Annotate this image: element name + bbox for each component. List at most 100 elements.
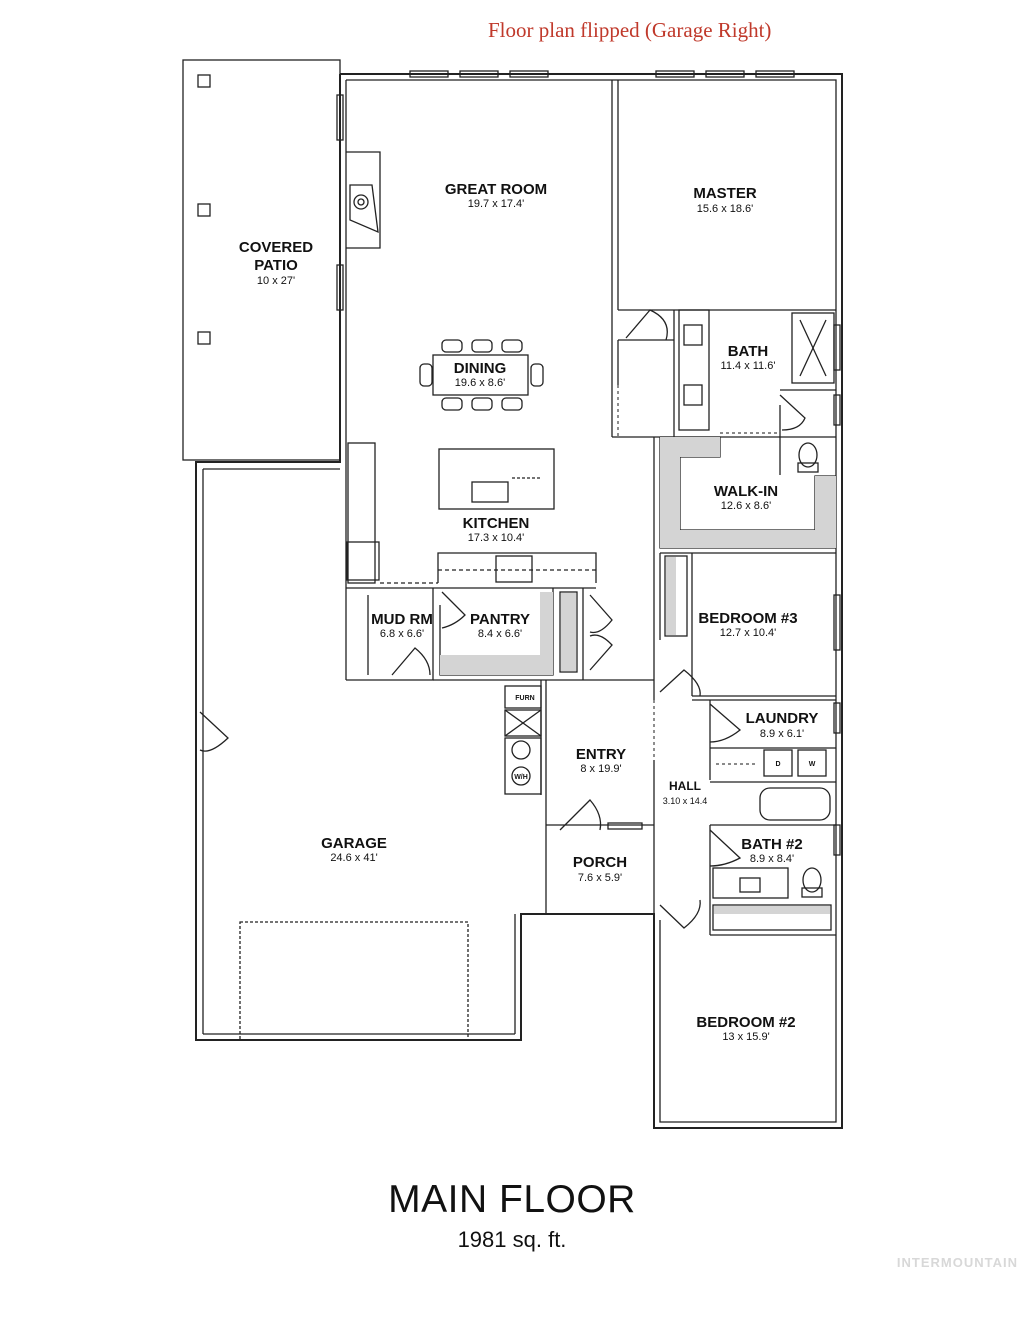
mechanical — [504, 709, 542, 737]
door-swing — [559, 799, 602, 831]
room-dims-pantry: 8.4 x 6.6' — [478, 628, 522, 640]
chair — [501, 339, 523, 353]
counter — [347, 442, 376, 584]
room-name-entry: ENTRY — [576, 746, 626, 763]
fireplace — [349, 184, 379, 234]
room-dims-bath: 11.4 x 11.6' — [721, 360, 776, 372]
shower — [791, 312, 835, 384]
room-name-dining: DINING — [454, 360, 507, 377]
window — [409, 70, 449, 78]
window — [755, 70, 795, 78]
pantry-shelf-fill — [440, 592, 553, 675]
chair — [471, 339, 493, 353]
room-dims-master: 15.6 x 18.6' — [697, 203, 754, 215]
fixture-label-furnace: FURN — [515, 695, 534, 702]
room-dims-kitchen: 17.3 x 10.4' — [468, 532, 525, 544]
water-heater-box — [504, 737, 542, 795]
window — [655, 70, 695, 78]
window — [336, 264, 344, 311]
furnace — [504, 685, 542, 709]
sink — [471, 481, 509, 503]
window — [459, 70, 499, 78]
sink — [683, 324, 703, 346]
closet-fill — [561, 593, 576, 671]
room-name-covered-patio-1: COVERED — [239, 239, 313, 256]
room-dims-dining: 19.6 x 8.6' — [455, 377, 505, 389]
window — [705, 70, 745, 78]
patio-post — [197, 331, 211, 345]
dryer — [763, 749, 793, 777]
closet-fill — [666, 557, 676, 635]
chair — [441, 397, 463, 411]
room-name-kitchen: KITCHEN — [463, 515, 530, 532]
room-name-pantry: PANTRY — [470, 611, 530, 628]
window — [833, 594, 841, 651]
water-heater — [511, 766, 531, 786]
room-dims-great-room: 19.7 x 17.4' — [468, 198, 525, 210]
floor-title: MAIN FLOOR — [388, 1178, 636, 1221]
door-swing — [589, 594, 613, 634]
chair — [530, 363, 544, 387]
vanity — [712, 867, 789, 899]
toilet — [802, 867, 822, 893]
room-name-bedroom-3: BEDROOM #3 — [698, 610, 797, 627]
exterior-wall-inner — [346, 79, 837, 1123]
room-name-bath: BATH — [728, 343, 769, 360]
toilet — [798, 442, 818, 468]
room-name-mud-rm: MUD RM — [371, 611, 433, 628]
room-dims-garage: 24.6 x 41' — [330, 852, 377, 864]
door-swing — [625, 309, 668, 341]
patio-post — [197, 203, 211, 217]
room-name-bedroom-2: BEDROOM #2 — [696, 1014, 795, 1031]
room-name-porch: PORCH — [573, 854, 627, 871]
window — [833, 324, 841, 371]
room-dims-bedroom-3: 12.7 x 10.4' — [720, 627, 777, 639]
room-name-covered-patio-2: PATIO — [254, 257, 298, 274]
toilet — [797, 462, 819, 473]
door-swing — [391, 647, 431, 676]
chair — [501, 397, 523, 411]
floor-plan: GREAT ROOM 19.7 x 17.4' MASTER 15.6 x 18… — [182, 59, 843, 1129]
counter — [437, 552, 597, 583]
mechanical — [504, 709, 542, 737]
door-swing — [199, 711, 229, 752]
room-dims-entry: 8 x 19.9' — [580, 763, 621, 775]
chair — [471, 397, 493, 411]
room-name-bath-2: BATH #2 — [741, 836, 802, 853]
room-dims-bedroom-2: 13 x 15.9' — [722, 1031, 769, 1043]
room-dims-mud-rm: 6.8 x 6.6' — [380, 628, 424, 640]
closet-fill — [714, 906, 830, 914]
closet-shelf-fill — [660, 437, 836, 548]
fireplace — [346, 151, 381, 249]
watermark: INTERMOUNTAIN — [896, 1255, 1018, 1270]
fireplace — [357, 198, 365, 206]
fireplace — [353, 194, 369, 210]
shower — [799, 319, 827, 377]
window — [336, 94, 344, 141]
door-swing — [709, 703, 742, 743]
closet — [712, 904, 832, 931]
range — [495, 555, 533, 583]
door-swing — [441, 591, 466, 629]
toilet — [801, 887, 823, 898]
room-name-walk-in: WALK-IN — [714, 483, 778, 500]
room-dims-bath-2: 8.9 x 8.4' — [750, 853, 794, 865]
water-heater — [511, 740, 531, 760]
closet — [664, 555, 688, 637]
fixture-label-washer: W — [809, 761, 816, 768]
floor-area: 1981 sq. ft. — [457, 1227, 567, 1252]
room-name-hall: HALL — [669, 779, 701, 793]
door-swing — [709, 829, 742, 867]
window — [833, 824, 841, 856]
room-dims-walk-in: 12.6 x 8.6' — [721, 500, 771, 512]
refrigerator — [346, 541, 380, 581]
window — [833, 702, 841, 734]
door-swing — [659, 669, 701, 697]
room-dims-hall: 3.10 x 14.4 — [663, 796, 708, 806]
vanity — [678, 309, 710, 431]
room-name-laundry: LAUNDRY — [746, 710, 819, 727]
window — [833, 394, 841, 426]
kitchen-island — [438, 448, 555, 510]
room-name-master: MASTER — [693, 185, 757, 202]
patio-post — [197, 74, 211, 88]
